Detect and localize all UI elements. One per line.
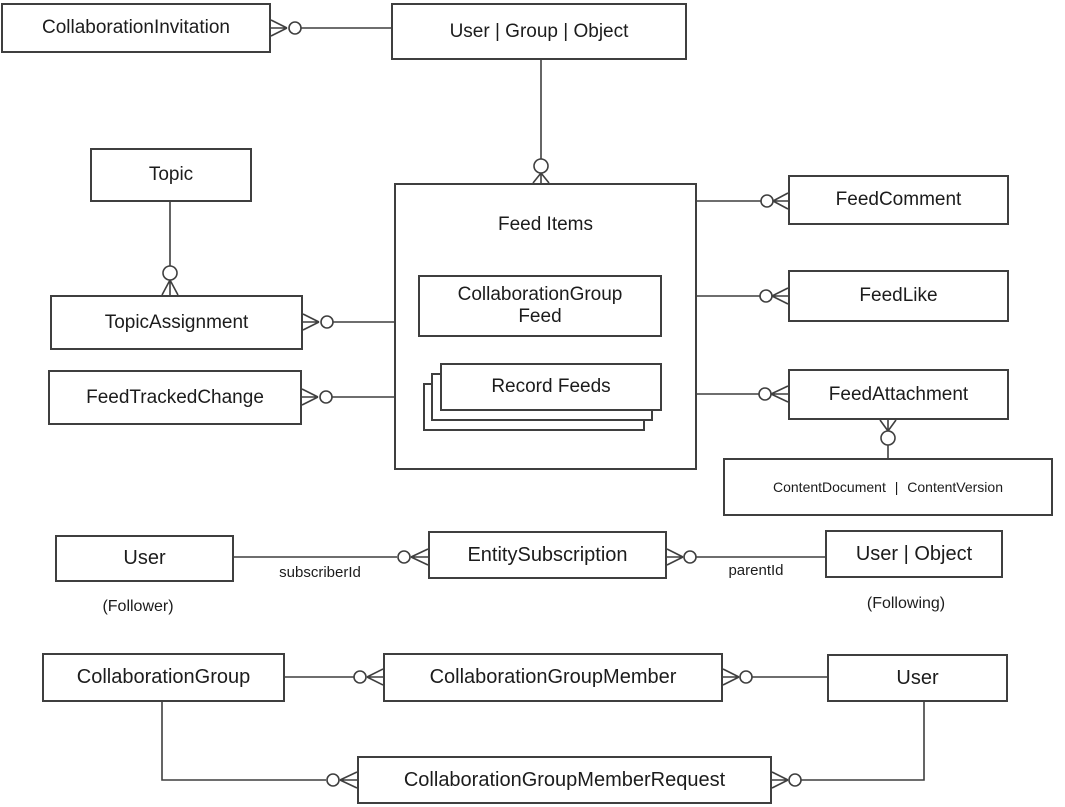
edge-member-user (722, 668, 827, 686)
collaboration-group-feed-label: CollaborationGroup Feed (457, 284, 623, 327)
edge-collaborationinvitation-usergroupobject (270, 19, 391, 37)
node-feed-tracked-change: FeedTrackedChange (48, 370, 302, 425)
edge-userfollower-entitysubscription (234, 548, 429, 566)
edge-label-subscriber-id: subscriberId (279, 564, 361, 581)
edge-feedattachment-contentdocument (879, 419, 897, 458)
node-feed-comment: FeedComment (788, 175, 1009, 225)
node-collaboration-group-member: CollaborationGroupMember (383, 653, 723, 702)
edge-collaborationgroup-memberrequest (161, 702, 358, 789)
node-collaboration-group: CollaborationGroup (42, 653, 285, 702)
node-topic-assignment: TopicAssignment (50, 295, 303, 350)
caption-following: (Following) (866, 595, 946, 612)
edge-collaborationgroup-member (285, 668, 384, 686)
node-user-follower: User (55, 535, 234, 582)
node-user-object: User | Object (825, 530, 1003, 578)
caption-follower: (Follower) (102, 598, 174, 615)
feed-items-title: Feed Items (497, 214, 594, 235)
node-collaboration-group-feed: CollaborationGroup Feed (418, 275, 662, 337)
node-feed-like: FeedLike (788, 270, 1009, 322)
node-content-document-version: ContentDocument | ContentVersion (723, 458, 1053, 516)
node-entity-subscription: EntitySubscription (428, 531, 667, 579)
edge-topicassignment-feeditems (302, 313, 394, 331)
node-user-group-object: User | Group | Object (391, 3, 687, 60)
node-collaboration-invitation: CollaborationInvitation (1, 3, 271, 53)
edge-feeditems-feedcomment (697, 192, 789, 210)
node-feed-attachment: FeedAttachment (788, 369, 1009, 420)
edge-feeditems-feedlike (697, 287, 789, 305)
node-record-feeds: Record Feeds (440, 363, 662, 411)
node-collaboration-group-member-request: CollaborationGroupMemberRequest (357, 756, 772, 804)
node-topic: Topic (90, 148, 252, 202)
node-user-member: User (827, 654, 1008, 702)
edge-memberrequest-user (771, 702, 925, 789)
edge-feeditems-feedattachment (697, 385, 789, 403)
edge-label-parent-id: parentId (728, 562, 784, 579)
edge-usergroupobject-feeditems (532, 60, 550, 184)
edge-feedtrackedchange-feeditems (301, 388, 394, 406)
edge-topic-topicassignment (161, 202, 179, 296)
